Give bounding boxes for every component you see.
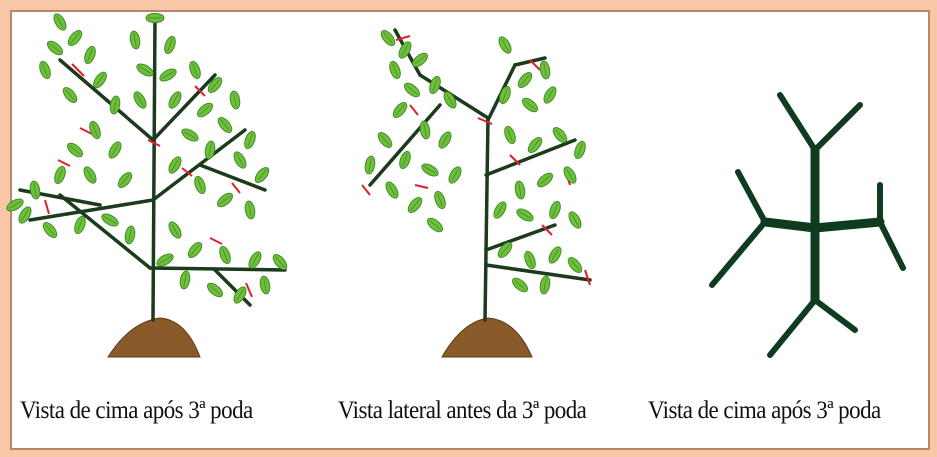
tree-middle-branches xyxy=(368,28,592,322)
caption-middle: Vista lateral antes da 3ª poda xyxy=(338,397,587,424)
foliage-middle xyxy=(363,27,588,296)
cut-marks-left xyxy=(44,63,253,298)
tree-left-branches xyxy=(18,13,287,322)
tree-middle-illustration xyxy=(361,27,592,358)
caption-left: Vista de cima após 3ª poda xyxy=(20,397,253,424)
soil-mound xyxy=(107,317,201,358)
foliage-left xyxy=(4,11,290,306)
tree-left-illustration xyxy=(4,11,290,358)
soil-mound xyxy=(441,317,533,358)
caption-right: Vista de cima após 3ª poda xyxy=(648,397,881,424)
pruned-structure-top-view xyxy=(709,92,906,358)
